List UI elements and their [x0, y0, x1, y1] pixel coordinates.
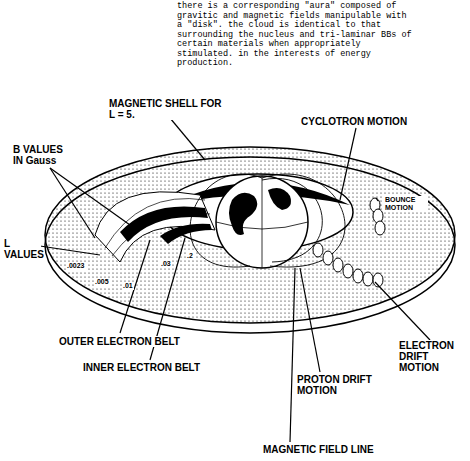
note-text: there is a corresponding "aura" composed…: [176, 2, 416, 69]
callout-label: B VALUES IN Gauss: [12, 144, 76, 166]
continent: [268, 188, 291, 210]
field-line: [190, 174, 262, 267]
callout-label: CYCLOTRON MOTION: [300, 116, 432, 127]
value-number: .0023: [66, 262, 86, 270]
value-number: .005: [94, 278, 110, 286]
earth: [216, 176, 308, 268]
value-number: .03: [160, 260, 172, 268]
callout-label: PROTON DRIFT MOTION: [296, 374, 378, 396]
callout-label: INNER ELECTRON BELT: [82, 362, 234, 373]
callout-label: ELECTRON DRIFT MOTION: [398, 340, 466, 373]
callout-label: MAGNETIC FIELD LINE: [262, 444, 414, 455]
value-number: .01: [122, 282, 134, 290]
field-line: [262, 174, 345, 267]
callout-label: OUTER ELECTRON BELT: [58, 336, 210, 347]
field-line: [262, 178, 322, 262]
drift-helix: [313, 198, 385, 287]
callout-label: L VALUES: [3, 238, 41, 260]
value-number: .2: [186, 252, 194, 260]
callout-label: MAGNETIC SHELL FOR L = 5.: [108, 98, 228, 120]
inner-belt-section: [160, 224, 212, 244]
radiation-torus: [45, 147, 455, 323]
leader-lines: [40, 118, 430, 442]
callout-label: BOUNCE MOTION: [384, 196, 428, 212]
